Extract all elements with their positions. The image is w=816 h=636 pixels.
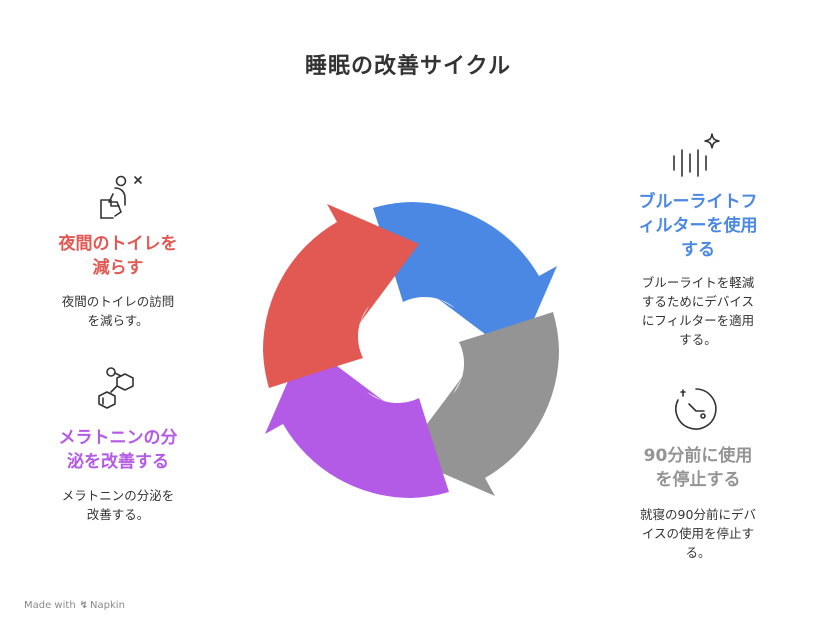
footer-credit: Made with↯Napkin xyxy=(24,600,125,611)
cycle-arrow-purple xyxy=(265,342,449,498)
step-heading-reduce-night-toilet: 夜間のトイレを 減らす xyxy=(58,234,178,278)
cycle-arrow-gray xyxy=(403,312,559,496)
step-desc-stop-device-90min: 就寝の90分前にデバ イスの使用を停止す る。 xyxy=(640,507,756,560)
cycle-arrow-blue xyxy=(373,202,557,358)
step-heading-improve-melatonin: メラトニンの分 泌を改善する xyxy=(58,428,178,472)
light-sparkle-icon xyxy=(668,130,724,182)
napkin-logo-icon: ↯ xyxy=(79,600,89,611)
clock-icon xyxy=(671,384,721,434)
step-heading-blue-light-filter: ブルーライトフ ィルターを使用 する xyxy=(638,192,758,260)
cycle-arrow-red xyxy=(263,204,419,388)
diagram-title: 睡眠の改善サイクル xyxy=(305,54,511,79)
step-desc-reduce-night-toilet: 夜間のトイレの訪問 を減らす。 xyxy=(61,294,175,328)
step-desc-blue-light-filter: ブルーライトを軽減 するためにデバイス にフィルターを適用 する。 xyxy=(641,275,755,347)
footer-brand: Napkin xyxy=(90,600,125,611)
step-desc-improve-melatonin: メラトニンの分泌を 改善する。 xyxy=(61,488,175,522)
toilet-person-icon xyxy=(93,172,145,224)
footer-made-with: Made with xyxy=(24,600,76,611)
molecule-icon xyxy=(95,364,145,414)
cycle-diagram xyxy=(263,202,559,498)
step-heading-stop-device-90min: 90分前に使用 を停止する xyxy=(643,446,753,490)
